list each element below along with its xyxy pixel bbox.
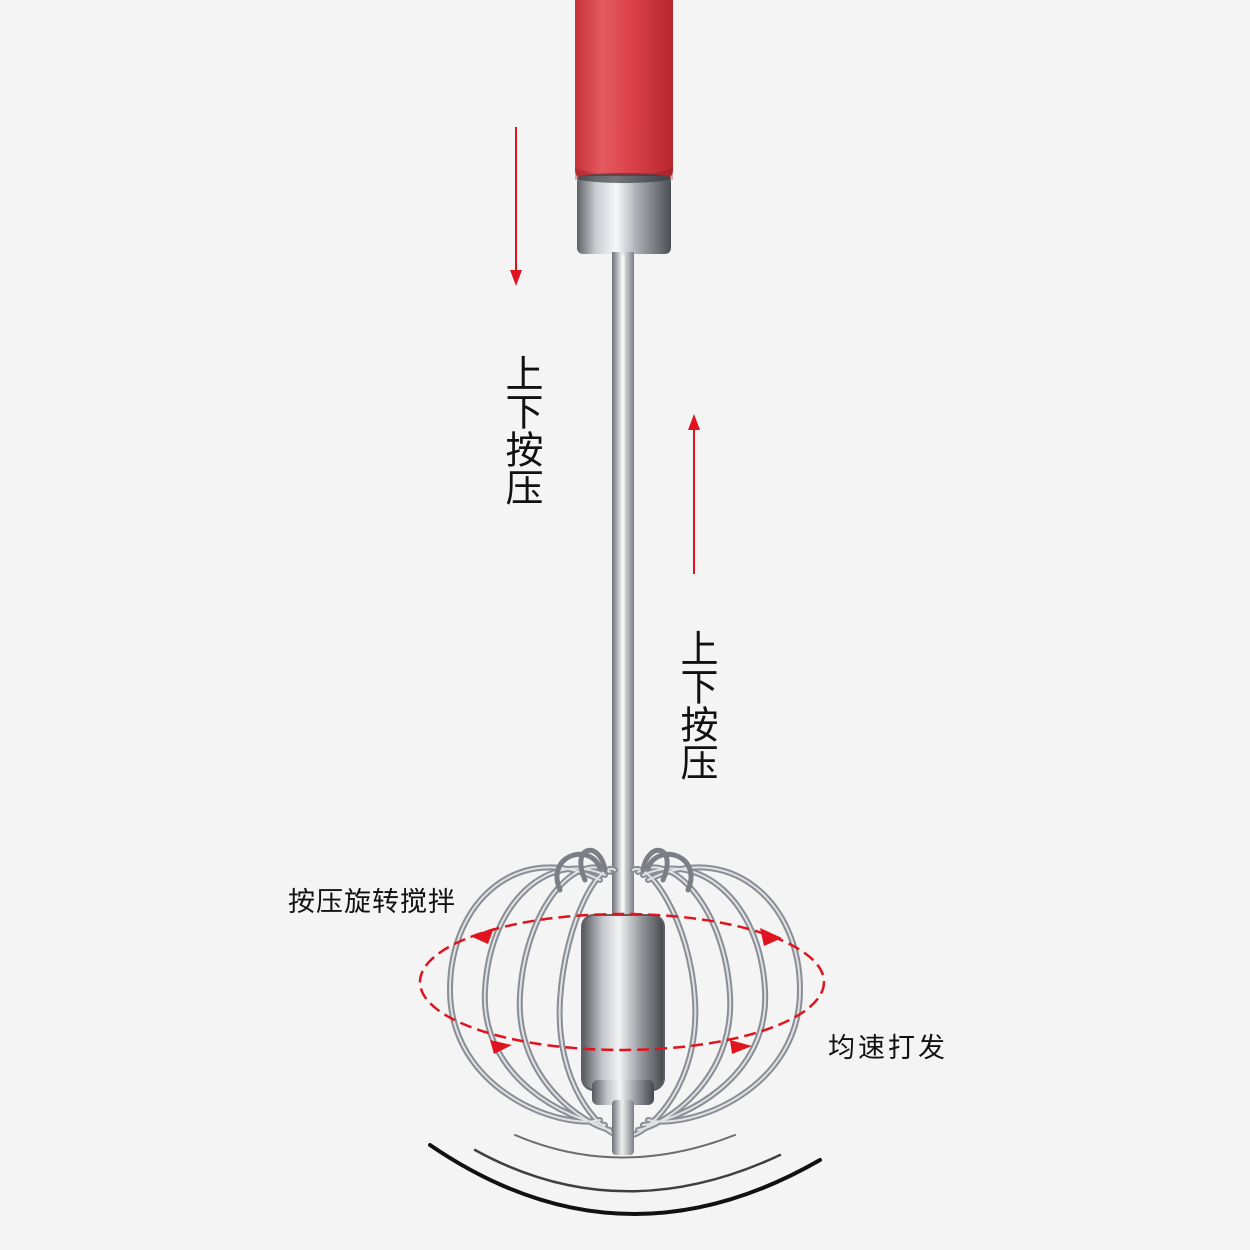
press-up-down-label-left: 上下按压 (499, 354, 543, 506)
whisk-handle (575, 0, 673, 180)
press-up-down-label-right: 上下按压 (674, 629, 718, 781)
whisk-wires (446, 847, 804, 1138)
motion-swirl-lines (428, 1134, 822, 1216)
arrow-down-icon (510, 127, 522, 286)
rotation-ellipse-icon (418, 912, 826, 1054)
steel-collar (577, 173, 671, 254)
whisk-hub (581, 914, 665, 1155)
spiral-rod (612, 252, 634, 952)
press-rotate-stir-label: 按压旋转搅拌 (288, 887, 456, 918)
arrow-up-icon (688, 414, 700, 574)
even-speed-whip-label: 均速打发 (828, 1033, 948, 1064)
